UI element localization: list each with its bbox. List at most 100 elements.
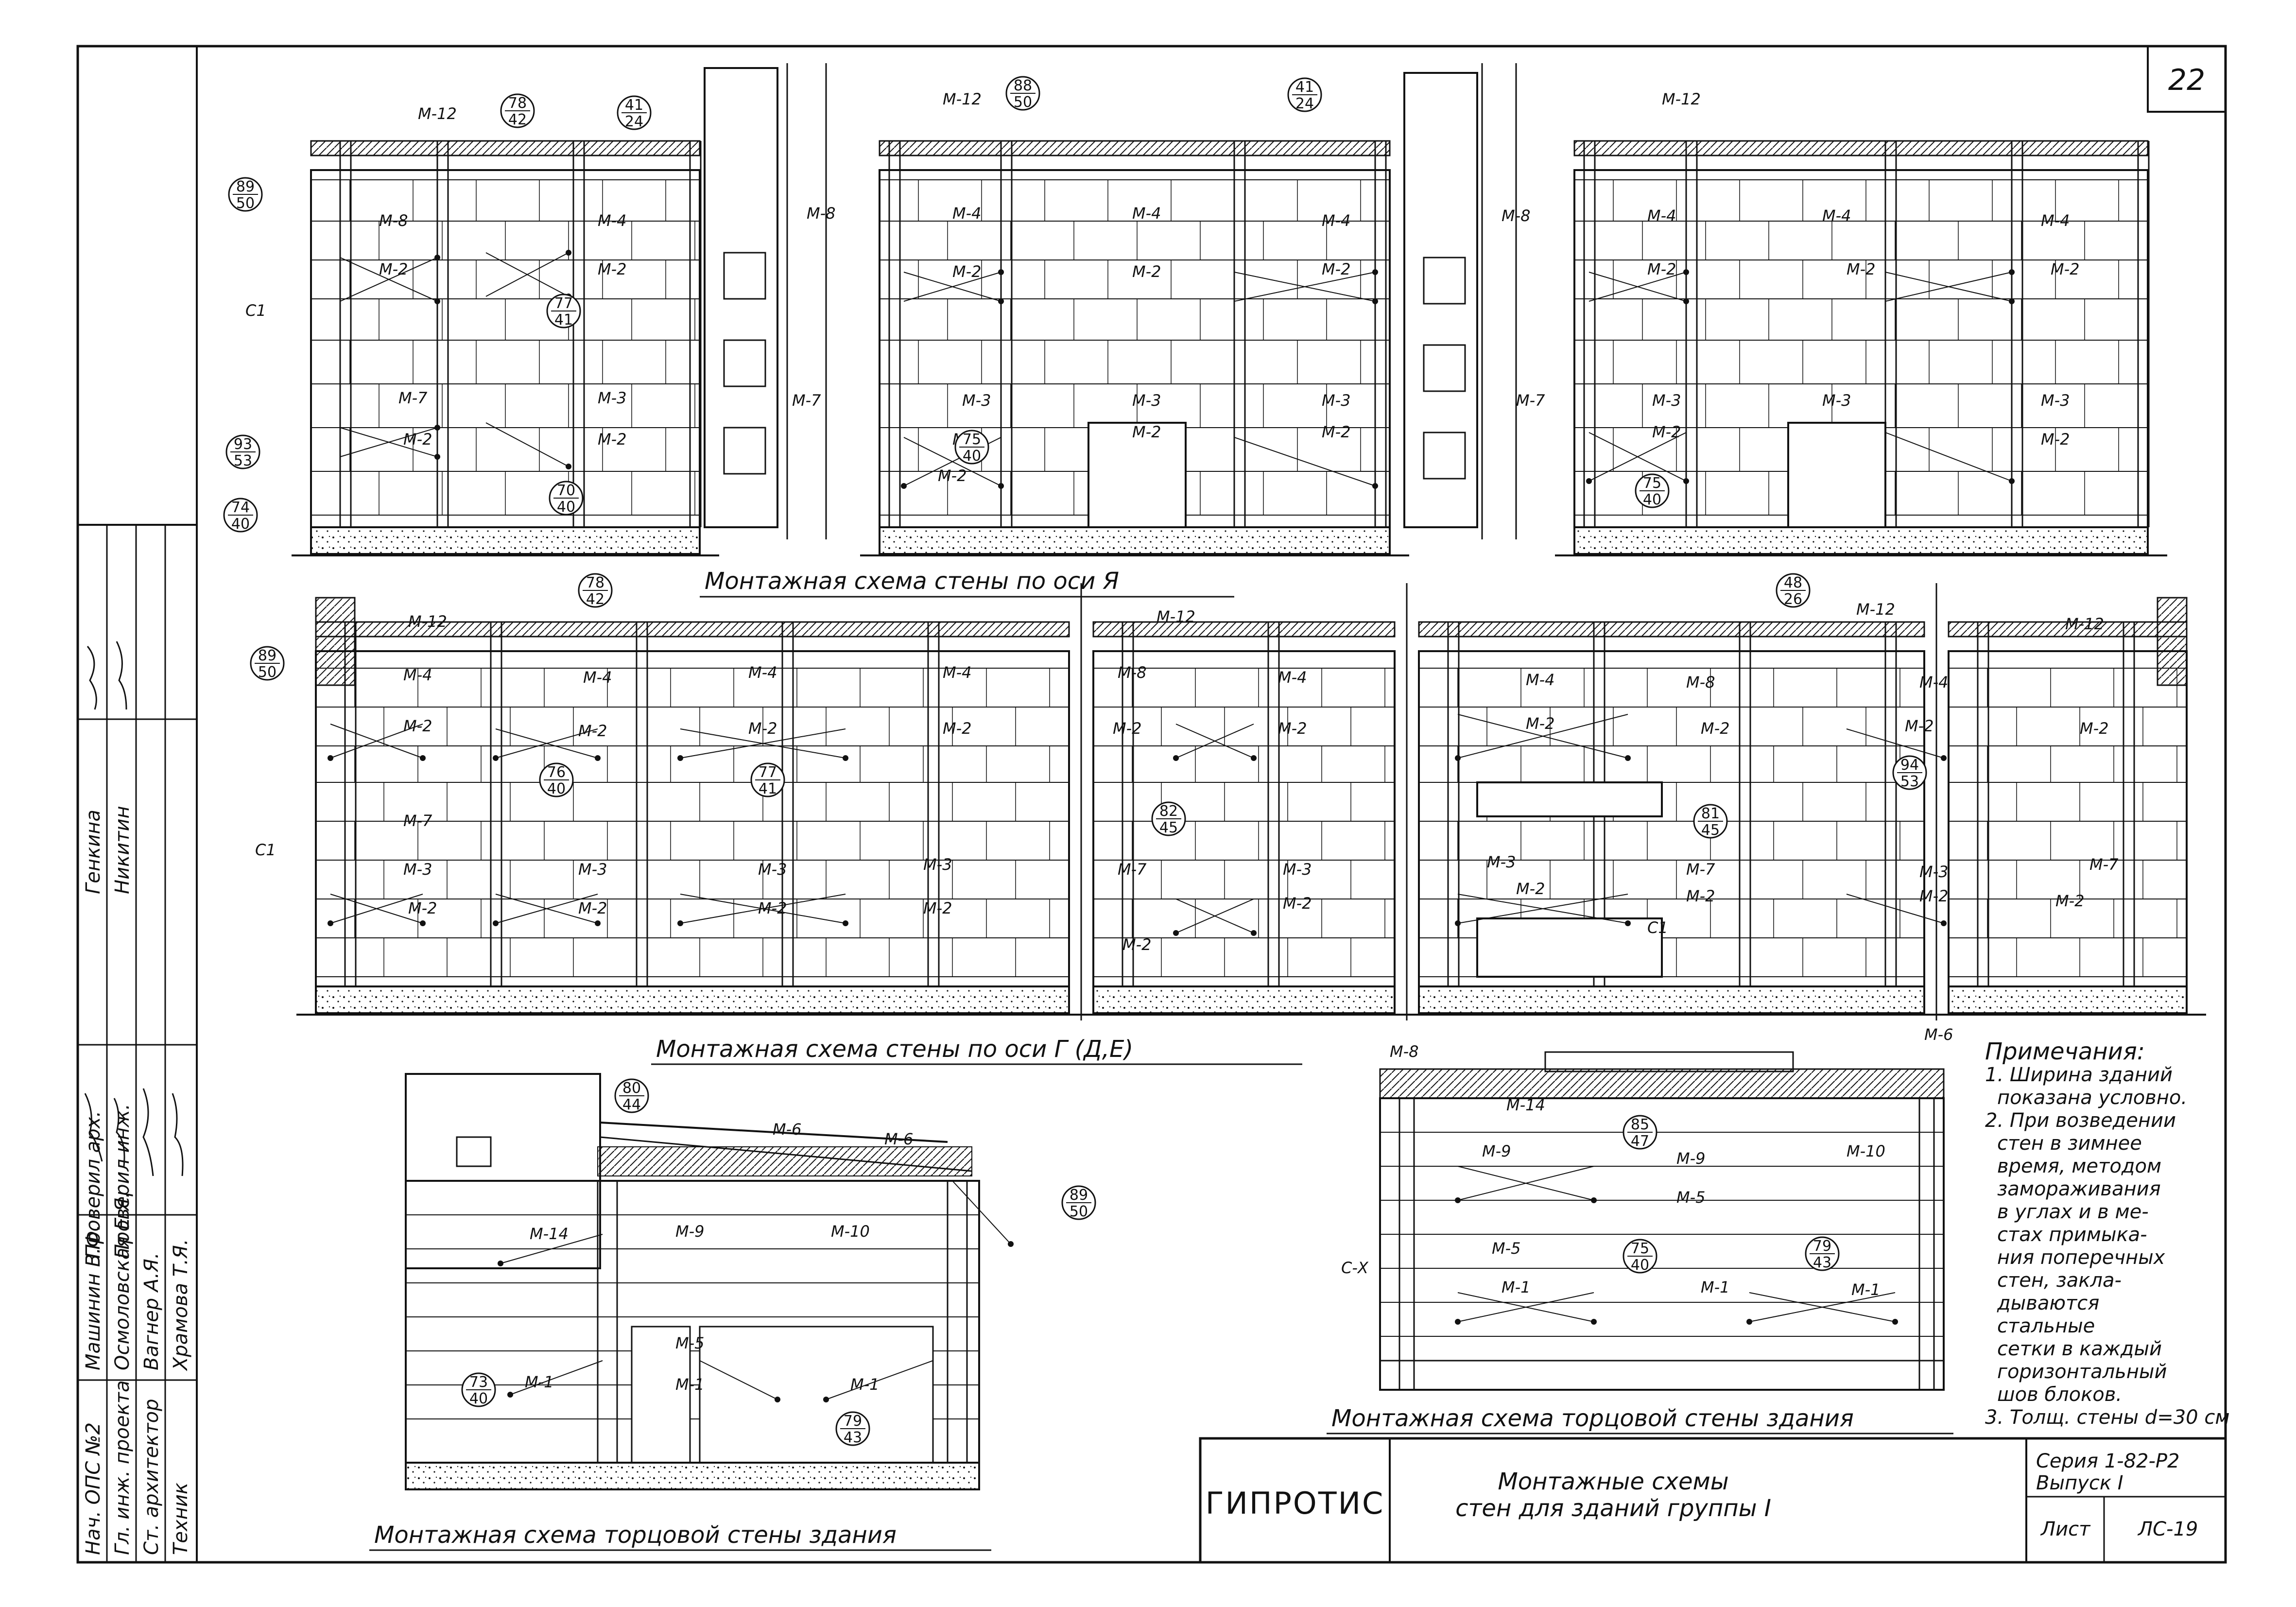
mesh-label: М-4 — [1322, 211, 1351, 230]
title-stamp: ГИПРОТИС Монтажные схемы стен для зданий… — [1199, 1437, 2227, 1564]
roof-slab — [1418, 621, 1925, 638]
anchor-dot — [677, 755, 683, 761]
mesh-label: М-2 — [1132, 423, 1161, 441]
role-top-1: Проверил арх. — [82, 1111, 104, 1259]
mesh-label: М-8 — [1686, 673, 1715, 691]
mesh-label: М-4 — [583, 668, 612, 687]
mesh-label: М-3 — [923, 855, 952, 874]
plinth — [405, 1462, 980, 1490]
mesh-label: М-12 — [1662, 90, 1701, 108]
fraction-bottom: 40 — [547, 780, 566, 797]
tower-window — [723, 339, 766, 387]
anchor-dot — [1941, 755, 1947, 761]
anchor-dot — [1008, 1241, 1014, 1247]
mesh-label: М-3 — [1283, 860, 1312, 879]
mesh-label: М-6 — [773, 1120, 802, 1139]
mesh-label: М-2 — [598, 430, 627, 449]
notes-title: Примечания: — [1985, 1038, 2145, 1065]
anchor-dot — [493, 920, 499, 926]
mesh-label: М-2 — [2051, 260, 2080, 278]
anchor-dot — [775, 1397, 780, 1402]
fraction-bottom: 41 — [554, 311, 573, 328]
mesh-label: М-2 — [598, 260, 627, 278]
mesh-label: М-12 — [418, 104, 457, 123]
note-line: в углах и в ме- — [1997, 1201, 2149, 1223]
anchor-dot — [1746, 1319, 1752, 1325]
anchor-dot — [1591, 1319, 1597, 1325]
fraction-top: 75 — [1631, 1240, 1649, 1257]
mesh-label: М-3 — [1322, 391, 1351, 410]
name-top-2: Никитин — [111, 806, 134, 894]
leader-line — [1234, 437, 1376, 486]
mesh-label: М-3 — [2041, 391, 2070, 410]
mesh-label: М-4 — [1132, 204, 1161, 223]
mesh-label: М-10 — [831, 1222, 870, 1241]
mesh-label: М-4 — [1919, 673, 1949, 691]
mesh-label: М-4 — [1278, 668, 1307, 687]
roof-slab — [1573, 140, 2149, 156]
name-3: Вагнер А.Я. — [140, 1253, 163, 1370]
mesh-label: М-3 — [1487, 853, 1516, 871]
leader-line — [680, 894, 846, 924]
fraction-bottom: 53 — [1900, 773, 1919, 790]
mesh-label: М-7 — [403, 812, 432, 830]
mesh-label: М-7 — [792, 391, 821, 410]
mesh-label: М-12 — [1856, 600, 1895, 619]
mesh-label: М-2 — [1283, 894, 1312, 913]
anchor-dot — [1455, 1319, 1461, 1325]
mesh-label: М-6 — [884, 1130, 914, 1148]
leader-line — [1588, 432, 1687, 482]
mesh-label: М-2 — [1919, 887, 1949, 905]
leader-line — [1457, 1166, 1594, 1201]
leader-line — [1885, 432, 2012, 482]
mesh-label: М-2 — [2080, 719, 2109, 738]
fraction-bottom: 42 — [508, 111, 527, 128]
tower-window — [1423, 257, 1466, 305]
note-line: замораживания — [1997, 1178, 2161, 1200]
note-line: шов блоков. — [1997, 1383, 2122, 1406]
fraction-top: 85 — [1631, 1116, 1649, 1133]
mesh-label: М-7 — [1516, 391, 1545, 410]
roof-line — [600, 1122, 948, 1143]
anchor-dot — [420, 755, 426, 761]
anchor-dot — [420, 920, 426, 926]
mesh-label: С1 — [1647, 918, 1668, 937]
leader-line — [680, 728, 846, 759]
anchor-dot — [1625, 755, 1631, 761]
mesh-label: М-8 — [1502, 207, 1531, 225]
stamp-title-1: Монтажные схемы — [1498, 1468, 1728, 1495]
roof-slab — [1092, 621, 1396, 638]
stamp-title-2: стен для зданий группы I — [1455, 1495, 1771, 1522]
leader-line — [952, 1180, 1011, 1244]
plinth — [1573, 526, 2149, 555]
role-top-2: Проверил инж. — [111, 1104, 134, 1259]
fraction-top: 75 — [963, 431, 981, 448]
name-1: Машинин В.Ф. — [82, 1225, 104, 1370]
mesh-label: М-2 — [1701, 719, 1730, 738]
mesh-label: М-2 — [1526, 714, 1555, 733]
anchor-dot — [1892, 1319, 1898, 1325]
anchor-dot — [998, 483, 1004, 489]
tower-window — [723, 252, 766, 300]
fraction-bottom: 47 — [1631, 1133, 1649, 1150]
mesh-label: М-8 — [1390, 1042, 1419, 1061]
plinth — [310, 526, 701, 555]
anchor-dot — [2009, 298, 2015, 304]
mesh-label: М-5 — [1492, 1239, 1521, 1258]
fraction-bottom: 42 — [586, 591, 604, 608]
plinth — [1418, 985, 1925, 1014]
role-4: Техник — [170, 1483, 192, 1555]
mesh-label: М-1 — [850, 1375, 880, 1394]
mesh-label: М-1 — [1851, 1280, 1881, 1299]
anchor-dot — [1586, 478, 1592, 484]
chimney-tower — [1403, 72, 1478, 528]
leader-line — [1457, 1292, 1594, 1322]
tower-window — [1423, 344, 1466, 392]
